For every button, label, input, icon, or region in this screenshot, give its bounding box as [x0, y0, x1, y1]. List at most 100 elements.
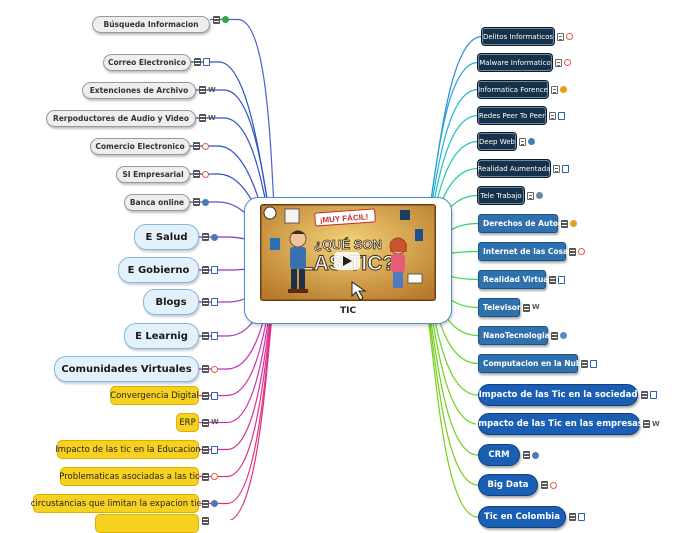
globe-icon[interactable] — [532, 451, 539, 459]
notes-icon[interactable] — [569, 513, 576, 521]
notes-icon[interactable] — [551, 331, 558, 340]
left-topic-node[interactable]: Banca online — [124, 194, 190, 211]
notes-icon[interactable] — [643, 420, 650, 428]
right-topic-node[interactable]: Impacto de las Tic en la sociedad — [478, 384, 638, 406]
webpage-icon[interactable] — [564, 59, 571, 66]
left-topic-node[interactable]: Convergencia Digital — [110, 386, 199, 405]
right-topic-node[interactable]: Malware Informatico — [478, 54, 552, 71]
webpage-icon[interactable] — [211, 473, 218, 480]
right-topic-node[interactable]: NanoTecnologia — [478, 326, 550, 345]
right-topic-node[interactable]: Deep Web — [478, 133, 516, 150]
link-icon[interactable] — [211, 298, 218, 306]
notes-icon[interactable] — [641, 391, 648, 399]
notes-icon[interactable] — [202, 418, 209, 427]
link-icon[interactable] — [562, 164, 569, 173]
notes-icon[interactable] — [202, 298, 209, 306]
left-topic-node[interactable]: Comercio Electronico — [90, 138, 190, 155]
left-topic-node[interactable] — [95, 514, 199, 533]
left-topic-node[interactable]: circustancias que limitan la expacion ti… — [31, 494, 201, 513]
notes-icon[interactable] — [202, 233, 209, 241]
link-icon[interactable] — [558, 275, 565, 284]
left-topic-node[interactable]: Búsqueda Informacion — [92, 16, 210, 33]
right-topic-node[interactable]: Derechos de Autor — [478, 214, 562, 233]
notes-icon[interactable] — [569, 247, 576, 256]
webpage-icon[interactable] — [211, 365, 218, 373]
right-topic-node[interactable]: Redes Peer To Peer — [478, 107, 546, 124]
notes-icon[interactable] — [555, 58, 562, 67]
left-topic-node[interactable]: Extenciones de Archivo — [82, 82, 196, 99]
notes-icon[interactable] — [193, 198, 200, 206]
notes-icon[interactable] — [202, 266, 209, 274]
left-topic-node[interactable]: Correo Electronico — [103, 54, 191, 71]
notes-icon[interactable] — [202, 472, 209, 481]
right-topic-node[interactable]: Delitos Informaticos — [482, 28, 554, 45]
globe-icon[interactable] — [528, 138, 535, 145]
notes-icon[interactable] — [553, 164, 560, 173]
notes-icon[interactable] — [581, 359, 588, 368]
notes-icon[interactable] — [213, 15, 220, 24]
right-topic-node[interactable]: Informatica Forence — [478, 81, 548, 98]
link-icon[interactable] — [211, 391, 218, 400]
link-icon[interactable] — [211, 266, 218, 274]
link-icon[interactable] — [211, 332, 218, 340]
google-icon[interactable] — [560, 86, 567, 93]
plant-icon[interactable] — [222, 16, 229, 23]
wikipedia-icon[interactable]: W — [208, 113, 216, 122]
notes-icon[interactable] — [202, 499, 209, 508]
link-icon[interactable] — [203, 58, 210, 66]
right-topic-node[interactable]: Internet de las Cosas — [478, 242, 573, 261]
link-icon[interactable] — [211, 445, 218, 454]
webpage-icon[interactable] — [202, 170, 209, 178]
notes-icon[interactable] — [551, 85, 558, 94]
link-icon[interactable] — [650, 391, 657, 399]
notes-icon[interactable] — [549, 111, 556, 120]
right-topic-node[interactable]: Realidad Virtual — [478, 270, 551, 289]
notes-icon[interactable] — [202, 365, 209, 373]
wikipedia-icon[interactable]: W — [652, 419, 660, 428]
right-topic-node[interactable]: Tele Trabajo — [478, 187, 524, 204]
webpage-icon[interactable] — [202, 142, 209, 150]
central-video-thumbnail[interactable]: ¡MUY FÁCIL! ¿QUÉ SON LAS TIC? — [260, 204, 436, 301]
notes-icon[interactable] — [561, 219, 568, 228]
wikipedia-icon[interactable]: W — [208, 85, 216, 94]
central-topic[interactable]: ¡MUY FÁCIL! ¿QUÉ SON LAS TIC? — [244, 197, 452, 324]
notes-icon[interactable] — [541, 481, 548, 489]
notes-icon[interactable] — [202, 445, 209, 454]
notes-icon[interactable] — [549, 275, 556, 284]
right-topic-node[interactable]: Big Data — [478, 474, 538, 496]
right-topic-node[interactable]: Realidad Aumentada — [478, 160, 551, 177]
right-topic-node[interactable]: Tic en Colombia — [478, 506, 566, 528]
left-topic-node[interactable]: E Learnig — [124, 323, 199, 349]
right-topic-node[interactable]: Computacion en la Nube — [478, 354, 586, 373]
notes-icon[interactable] — [199, 86, 206, 94]
notes-icon[interactable] — [199, 114, 206, 122]
right-topic-node[interactable]: Impacto de las Tic en las empresas — [475, 413, 643, 435]
webpage-icon[interactable] — [578, 248, 585, 255]
notes-icon[interactable] — [202, 517, 209, 525]
globe-icon[interactable] — [202, 198, 209, 206]
notes-icon[interactable] — [193, 142, 200, 150]
notes-icon[interactable] — [519, 137, 526, 146]
left-topic-node[interactable]: Blogs — [143, 289, 199, 315]
link-icon[interactable] — [558, 111, 565, 120]
wikipedia-icon[interactable]: W — [532, 303, 540, 311]
notes-icon[interactable] — [523, 451, 530, 459]
webpage-icon[interactable] — [566, 33, 573, 40]
notes-icon[interactable] — [194, 58, 201, 66]
play-button[interactable] — [334, 252, 360, 270]
left-topic-node[interactable]: SI Empresarial — [116, 166, 190, 183]
left-topic-node[interactable]: Problematicas asociadas a las tic — [59, 467, 200, 486]
person-icon[interactable] — [536, 192, 543, 199]
link-icon[interactable] — [590, 359, 597, 368]
webpage-icon[interactable] — [550, 481, 557, 489]
globe-icon[interactable] — [211, 500, 218, 507]
notes-icon[interactable] — [202, 332, 209, 340]
right-topic-node[interactable]: Televisor — [478, 298, 521, 317]
wikipedia-icon[interactable]: W — [211, 418, 219, 426]
notes-icon[interactable] — [527, 191, 534, 200]
left-topic-node[interactable]: Comunidades Virtuales — [54, 356, 199, 382]
left-topic-node[interactable]: E Gobierno — [118, 257, 199, 283]
left-topic-node[interactable]: E Salud — [134, 224, 199, 250]
left-topic-node[interactable]: Rerpoductores de Audio y Video — [46, 110, 196, 127]
notes-icon[interactable] — [202, 391, 209, 400]
